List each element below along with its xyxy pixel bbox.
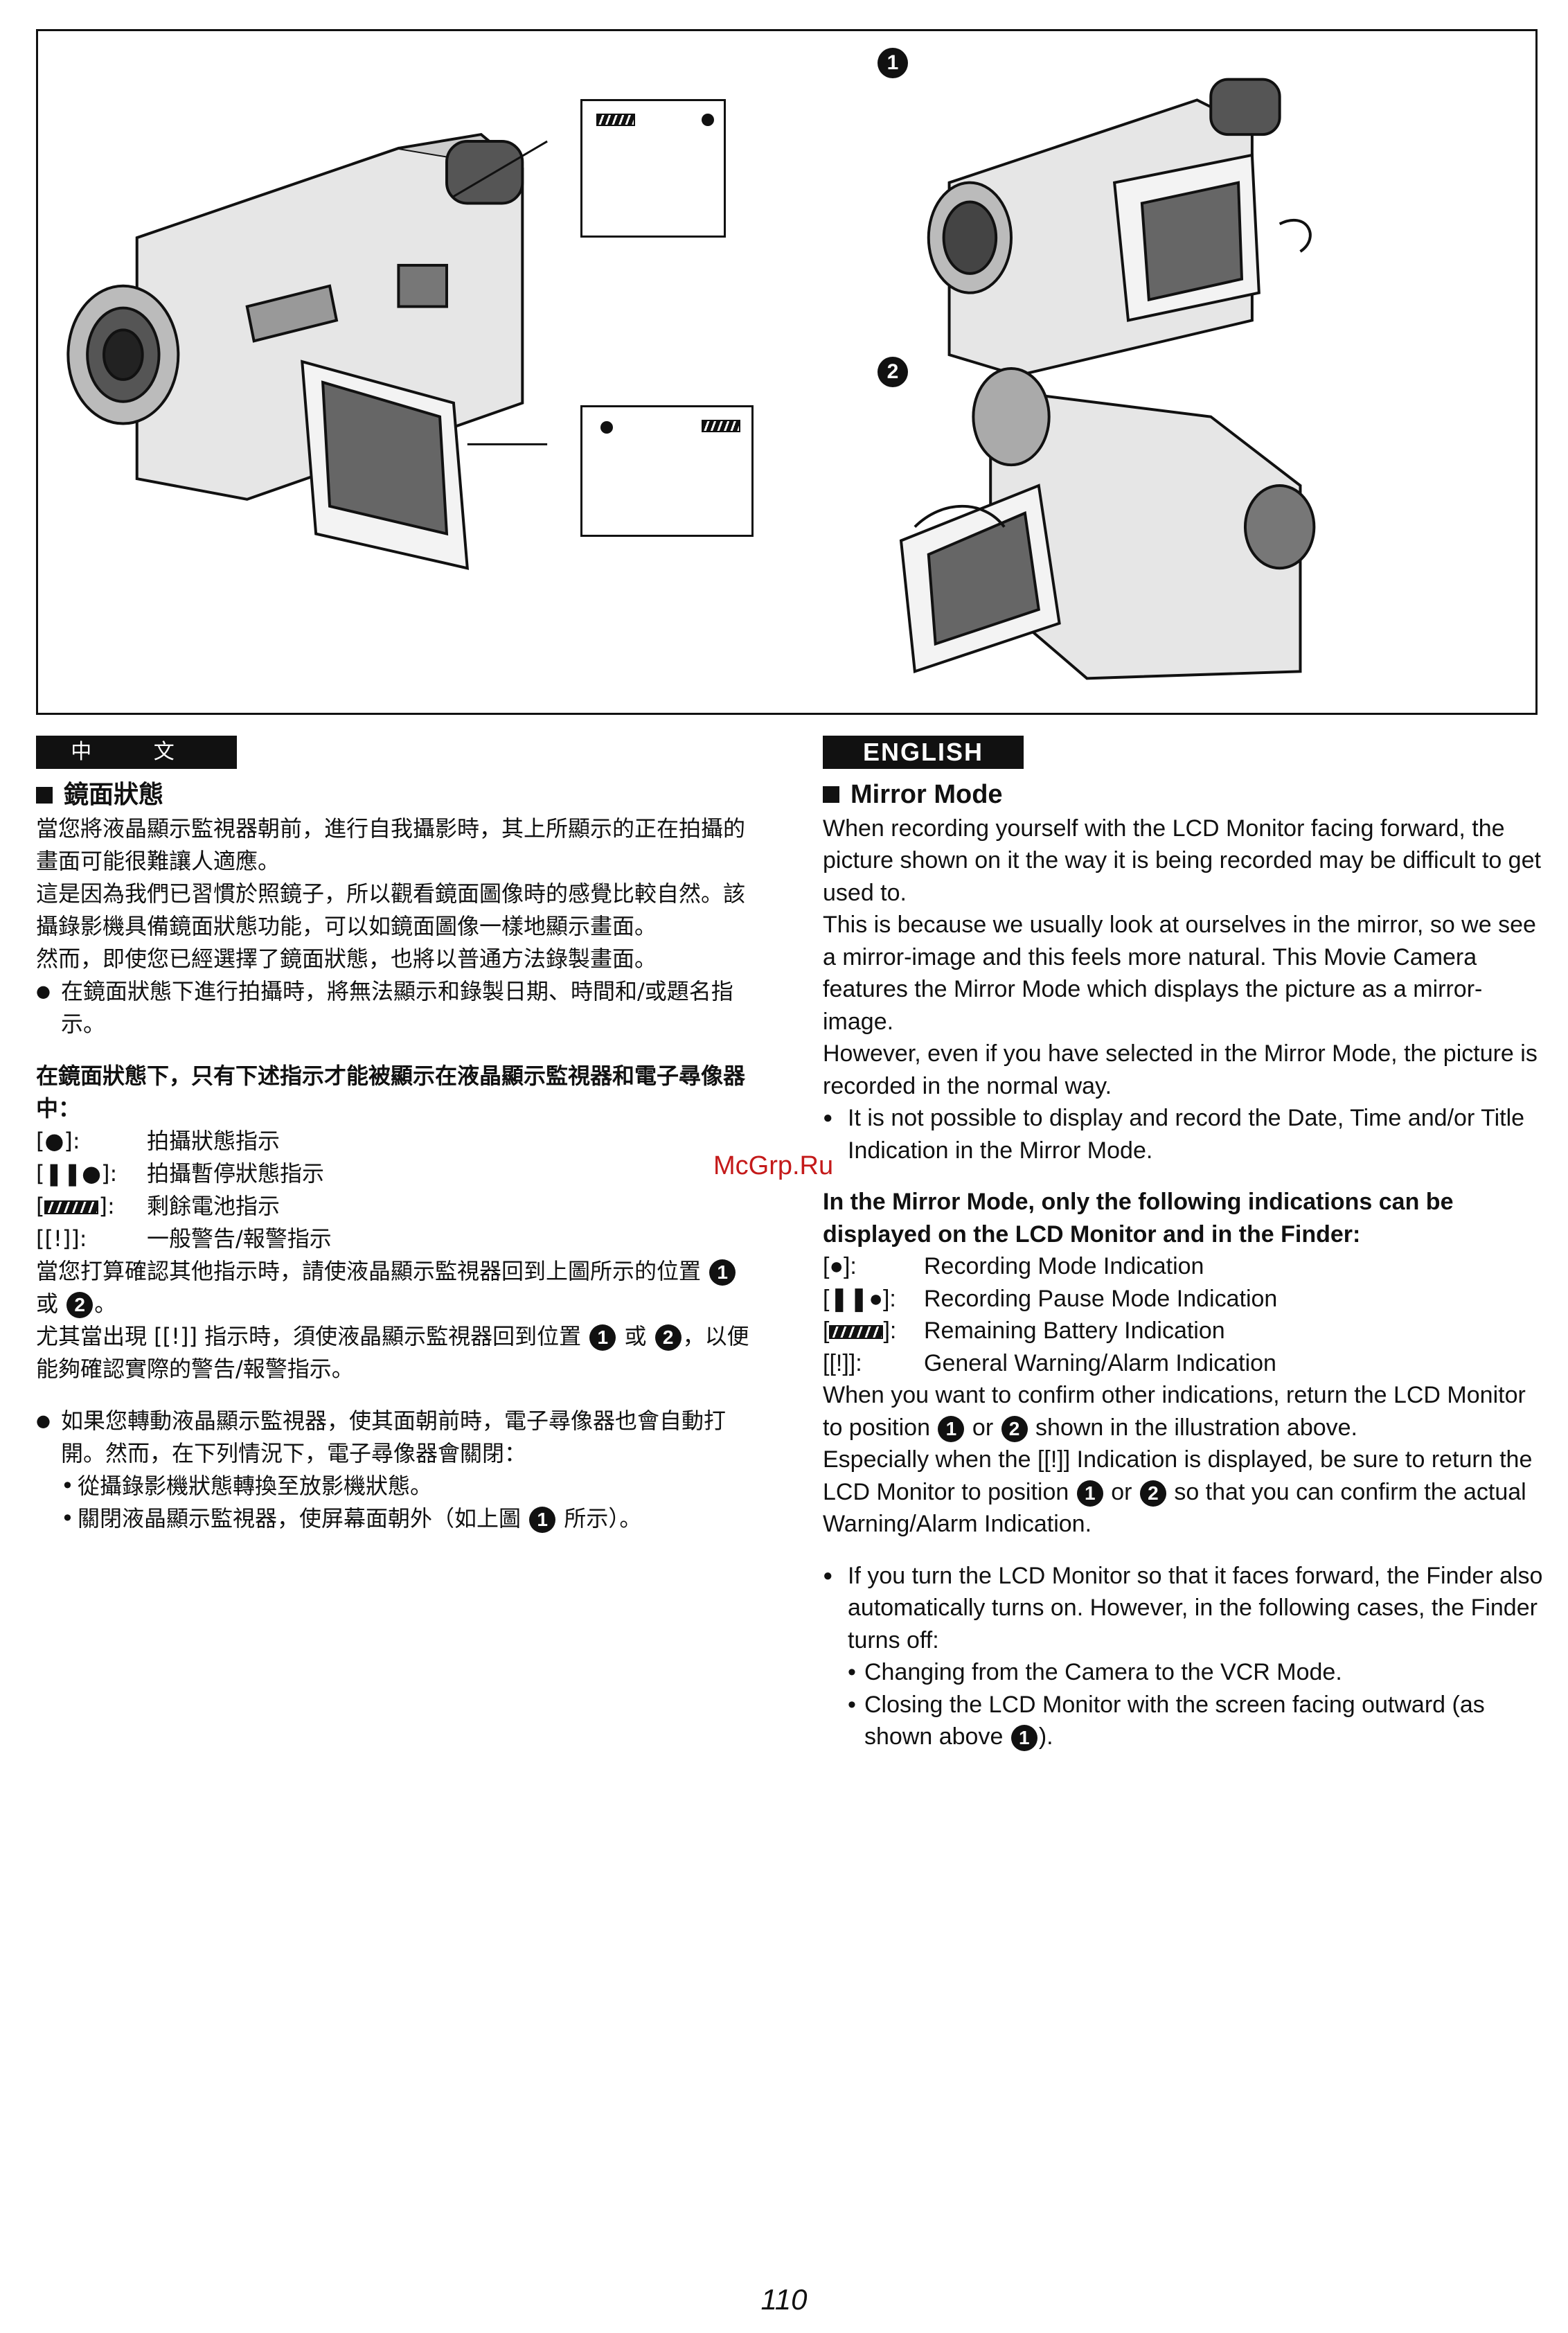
chinese-sub-1: 從攝錄影機狀態轉換至放影機狀態。 — [36, 1470, 763, 1502]
indication-label: General Warning/Alarm Indication — [924, 1349, 1276, 1376]
record-dot-icon — [600, 421, 613, 434]
chinese-para-3: 然而，即使您已經選擇了鏡面狀態，也將以普通方法錄製畫面。 — [36, 946, 657, 972]
english-para-4: When you want to confirm other indicatio… — [823, 1379, 1550, 1444]
position-2-callout: 2 — [877, 357, 908, 387]
chinese-bold-intro: 在鏡面狀態下，只有下述指示才能被顯示在液晶顯示監視器和電子尋像器中： — [36, 1063, 746, 1121]
chinese-indication-row: [[!]]: 一般警告/報警指示 — [36, 1223, 763, 1255]
indication-label: 一般警告/報警指示 — [147, 1225, 332, 1252]
chinese-indication-row: []: 剩餘電池指示 — [36, 1190, 763, 1223]
page-number: 110 — [760, 2283, 808, 2316]
indication-key: [[!]]: — [823, 1349, 862, 1376]
chinese-indication-row: [❚❚●]: 拍攝暫停狀態指示 — [36, 1157, 763, 1190]
position-1-icon: 1 — [1076, 1480, 1103, 1507]
indication-key: [[!]]: — [36, 1225, 87, 1252]
english-section-tab: ENGLISH — [823, 736, 1024, 769]
camcorder-top-right-icon — [927, 78, 1312, 378]
indication-label: Recording Mode Indication — [924, 1253, 1204, 1279]
camcorder-left-icon — [66, 132, 524, 570]
camcorder-drawings — [66, 78, 1316, 680]
chinese-heading: 鏡面狀態 — [36, 779, 763, 811]
english-bullet-1: It is not possible to display and record… — [823, 1102, 1550, 1166]
position-1-callout: 1 — [877, 48, 908, 78]
english-heading: Mirror Mode — [823, 779, 1550, 811]
position-1-icon: 1 — [529, 1507, 556, 1533]
chinese-para-5: 尤其當出現 [[!]] 指示時，須使液晶顯示監視器回到位置 1 或 2，以便能夠… — [36, 1323, 749, 1382]
position-1-icon: 1 — [589, 1324, 616, 1351]
english-para-1: When recording yourself with the LCD Mon… — [823, 815, 1541, 906]
indication-label: 剩餘電池指示 — [147, 1193, 280, 1219]
english-column: Mirror Mode When recording yourself with… — [823, 779, 1550, 1753]
chinese-indication-row: [●]: 拍攝狀態指示 — [36, 1125, 763, 1157]
chinese-section-tab: 中 文 — [36, 736, 237, 769]
english-para-3: However, even if you have selected in th… — [823, 1040, 1538, 1099]
english-bold-intro: In the Mirror Mode, only the following i… — [823, 1189, 1454, 1248]
square-bullet-icon — [36, 786, 53, 804]
watermark: McGrp.Ru — [713, 1151, 834, 1180]
chinese-heading-text: 鏡面狀態 — [64, 781, 164, 809]
english-indication-row: [❚❚●]: Recording Pause Mode Indication — [823, 1283, 1550, 1315]
battery-icon — [702, 420, 740, 432]
chinese-column: 鏡面狀態 當您將液晶顯示監視器朝前，進行自我攝影時，其上所顯示的正在拍攝的畫面可… — [36, 779, 763, 1535]
position-2-icon: 2 — [654, 1324, 681, 1351]
indication-label: Recording Pause Mode Indication — [924, 1285, 1278, 1312]
indication-key: [❚❚●]: — [36, 1160, 118, 1187]
battery-icon — [829, 1325, 884, 1340]
english-indication-row: [●]: Recording Mode Indication — [823, 1250, 1550, 1283]
chinese-para-2: 這是因為我們已習慣於照鏡子，所以觀看鏡面圖像時的感覺比較自然。該攝錄影機具備鏡面… — [36, 880, 746, 939]
indication-key: [●]: — [36, 1128, 80, 1154]
position-2-icon: 2 — [66, 1292, 93, 1318]
position-2-icon: 2 — [1139, 1480, 1166, 1507]
indication-key: [❚❚●]: — [823, 1285, 896, 1312]
indication-label: 拍攝暫停狀態指示 — [147, 1160, 325, 1187]
chinese-sub-2: 關閉液晶顯示監視器，使屏幕面朝外（如上圖 1 所示）。 — [36, 1502, 763, 1535]
battery-icon — [44, 1200, 99, 1214]
english-indication-row: [[!]]: General Warning/Alarm Indication — [823, 1347, 1550, 1380]
english-indication-row: []: Remaining Battery Indication — [823, 1315, 1550, 1347]
lcd-display-mirrored — [580, 405, 754, 537]
indication-key: [●]: — [823, 1253, 857, 1279]
indication-key: []: — [823, 1318, 897, 1344]
english-sub-2: Closing the LCD Monitor with the screen … — [823, 1689, 1550, 1753]
chinese-bullet-1: 在鏡面狀態下進行拍攝時，將無法顯示和錄製日期、時間和/或題名指示。 — [36, 975, 763, 1040]
chinese-bullet-2: 如果您轉動液晶顯示監視器，使其面朝前時，電子尋像器也會自動打開。然而，在下列情況… — [36, 1405, 763, 1470]
position-1-icon: 1 — [938, 1415, 965, 1442]
camera-illustration: 1 2 — [36, 29, 1538, 715]
camcorder-bottom-right-icon — [899, 367, 1316, 680]
english-para-2: This is because we usually look at ourse… — [823, 912, 1536, 1035]
battery-icon — [596, 114, 635, 126]
chinese-para-1: 當您將液晶顯示監視器朝前，進行自我攝影時，其上所顯示的正在拍攝的畫面可能很難讓人… — [36, 815, 746, 874]
chinese-para-4: 當您打算確認其他指示時，請使液晶顯示監視器回到上圖所示的位置 1 或 2。 — [36, 1255, 763, 1320]
english-heading-text: Mirror Mode — [850, 780, 1003, 809]
indication-key: []: — [36, 1193, 115, 1219]
indication-label: Remaining Battery Indication — [924, 1318, 1225, 1344]
square-bullet-icon — [823, 786, 839, 804]
position-2-icon: 2 — [1001, 1415, 1028, 1442]
english-para-5: Especially when the [[!]] Indication is … — [823, 1446, 1533, 1537]
position-1-icon: 1 — [1010, 1725, 1037, 1752]
english-bullet-2: If you turn the LCD Monitor so that it f… — [823, 1560, 1550, 1657]
lcd-display-normal — [580, 99, 726, 238]
indication-label: 拍攝狀態指示 — [147, 1128, 280, 1154]
position-1-icon: 1 — [709, 1259, 736, 1286]
english-sub-1: Changing from the Camera to the VCR Mode… — [823, 1656, 1550, 1689]
record-dot-icon — [702, 114, 714, 126]
